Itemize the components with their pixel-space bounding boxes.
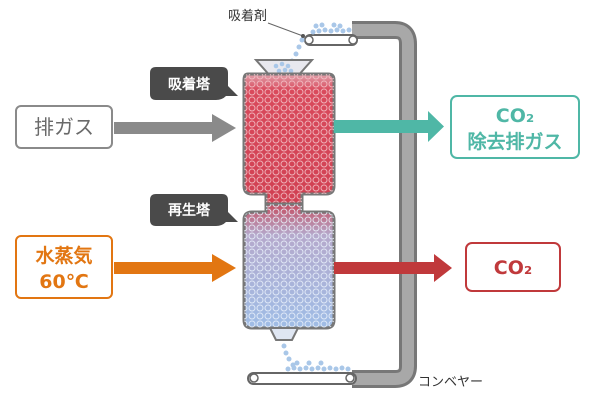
co2-output-label: CO₂	[494, 257, 532, 279]
conveyor-pipe	[352, 21, 417, 388]
adsorption-tower	[242, 72, 336, 210]
adsorbent-label: 吸着剤	[228, 8, 267, 24]
co2-removed-arrow	[334, 111, 444, 142]
hopper-particles	[273, 61, 294, 74]
bottom-conveyor-belt	[247, 372, 357, 385]
adsorbent-leader-dot	[301, 34, 305, 38]
exhaust-gas-arrow	[114, 114, 236, 142]
steam-label-1: 水蒸気	[35, 244, 92, 267]
co2-removed-label-2: 除去排ガス	[467, 130, 562, 153]
co2-output-box: CO₂	[465, 242, 561, 292]
conveyor-label: コンベヤー	[418, 375, 483, 390]
regeneration-tower	[242, 202, 336, 330]
falling-particles	[281, 343, 296, 368]
steam-arrow	[114, 254, 236, 282]
exhaust-gas-box: 排ガス	[15, 105, 113, 149]
regeneration-tower-callout: 再生塔	[150, 194, 238, 226]
steam-box: 水蒸気 60℃	[15, 235, 113, 299]
co2-output-arrow	[334, 254, 452, 282]
steam-label-2: 60℃	[39, 271, 88, 293]
adsorption-tower-label: 吸着塔	[168, 76, 211, 93]
exhaust-gas-label: 排ガス	[34, 115, 94, 139]
top-conveyor-belt	[304, 34, 358, 46]
bottom-hopper	[268, 327, 300, 341]
regeneration-tower-label: 再生塔	[168, 202, 211, 219]
bottom-adsorbent-particles	[285, 360, 351, 372]
top-adsorbent-particles	[289, 22, 352, 64]
adsorption-tower-callout: 吸着塔	[150, 67, 238, 100]
adsorbent-leader-line	[267, 22, 304, 37]
co2-removed-box: CO₂ 除去排ガス	[450, 95, 580, 159]
co2-removed-label-1: CO₂	[496, 105, 534, 127]
